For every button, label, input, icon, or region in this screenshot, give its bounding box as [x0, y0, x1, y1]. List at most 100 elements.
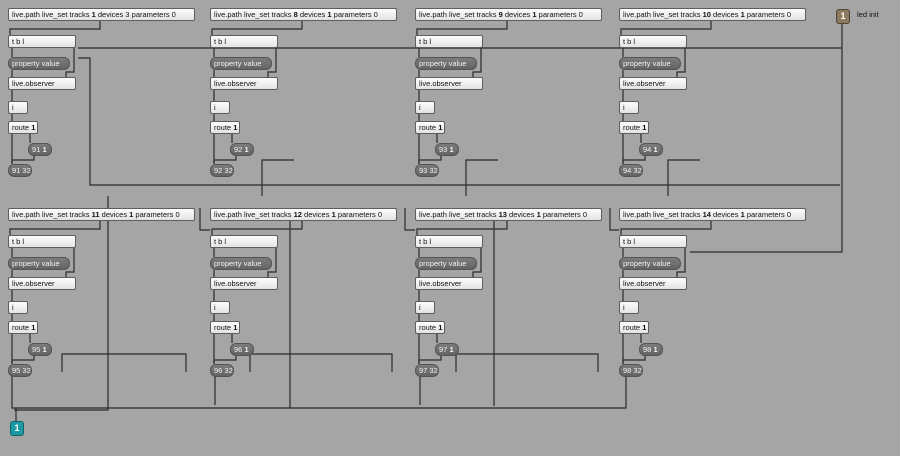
patch-cord[interactable] — [690, 48, 843, 253]
route-object[interactable]: route 1 — [415, 321, 445, 334]
live-path-text: live.path live_set tracks — [12, 10, 92, 19]
value-number-box[interactable]: 95 32 — [8, 364, 32, 377]
midi-message-box[interactable]: 95 1 — [28, 343, 52, 356]
value-number-box[interactable]: 91 32 — [8, 164, 32, 177]
int-object[interactable]: i — [210, 101, 230, 114]
value-number-box[interactable]: 98 32 — [619, 364, 643, 377]
live-observer-object[interactable]: live.observer — [415, 77, 483, 90]
value-number-box[interactable]: 96 32 — [210, 364, 234, 377]
patch-cord[interactable] — [9, 21, 101, 35]
value-number-box[interactable]: 92 32 — [210, 164, 234, 177]
int-object[interactable]: i — [210, 301, 230, 314]
live-observer-object[interactable]: live.observer — [210, 277, 278, 290]
route-object[interactable]: route 1 — [415, 121, 445, 134]
property-value-message[interactable]: property value — [210, 57, 272, 70]
patch-cord[interactable] — [211, 21, 303, 35]
property-value-message[interactable]: property value — [415, 57, 477, 70]
live-observer-object[interactable]: live.observer — [8, 77, 76, 90]
property-value-message[interactable]: property value — [619, 257, 681, 270]
property-value-message[interactable]: property value — [8, 257, 70, 270]
property-value-message[interactable]: property value — [210, 257, 272, 270]
midi-message-box[interactable]: 96 1 — [230, 343, 254, 356]
trigger-object[interactable]: t b l — [8, 235, 76, 248]
patch-cord[interactable] — [667, 159, 700, 196]
live-path-object[interactable]: live.path live_set tracks 8 devices 1 pa… — [210, 8, 397, 21]
patch-cord[interactable] — [213, 156, 237, 164]
patch-cord[interactable] — [261, 159, 294, 196]
patch-cord[interactable] — [14, 196, 109, 411]
patch-cord[interactable] — [620, 21, 712, 35]
route-object[interactable]: route 1 — [210, 121, 240, 134]
patch-cord[interactable] — [493, 211, 500, 406]
patch-cord[interactable] — [211, 221, 303, 235]
patch-cord[interactable] — [11, 356, 35, 364]
trigger-object[interactable]: t b l — [619, 235, 687, 248]
route-object[interactable]: route 1 — [8, 121, 38, 134]
property-value-message[interactable]: property value — [415, 257, 477, 270]
trigger-object[interactable]: t b l — [619, 35, 687, 48]
live-path-object[interactable]: live.path live_set tracks 14 devices 1 p… — [619, 208, 806, 221]
live-path-object[interactable]: live.path live_set tracks 1 devices 3 pa… — [8, 8, 195, 21]
led-init-inlet[interactable]: 1 — [836, 9, 850, 24]
live-observer-object[interactable]: live.observer — [619, 77, 687, 90]
live-observer-object[interactable]: live.observer — [619, 277, 687, 290]
value-number-box[interactable]: 97 32 — [415, 364, 439, 377]
patch-cord[interactable] — [416, 21, 508, 35]
patch-cord[interactable] — [199, 208, 210, 231]
live-observer-object[interactable]: live.observer — [210, 77, 278, 90]
midi-message-box[interactable]: 98 1 — [639, 343, 663, 356]
int-object[interactable]: i — [8, 301, 28, 314]
live-path-text: parameters 0 — [133, 210, 180, 219]
patch-cord[interactable] — [213, 356, 237, 364]
patch-cord[interactable] — [622, 156, 646, 164]
trigger-object[interactable]: t b l — [415, 35, 483, 48]
patch-cord[interactable] — [416, 221, 508, 235]
value-number-box[interactable]: 93 32 — [415, 164, 439, 177]
patch-cord[interactable] — [9, 221, 101, 235]
int-object[interactable]: i — [619, 301, 639, 314]
midi-message-box[interactable]: 91 1 — [28, 143, 52, 156]
patch-cord[interactable] — [61, 353, 187, 372]
trigger-object[interactable]: t b l — [415, 235, 483, 248]
patch-cord[interactable] — [620, 221, 712, 235]
midi-message-box[interactable]: 97 1 — [435, 343, 459, 356]
live-observer-object[interactable]: live.observer — [8, 277, 76, 290]
int-object[interactable]: i — [8, 101, 28, 114]
midi-message-box[interactable]: 94 1 — [639, 143, 663, 156]
patch-cord[interactable] — [11, 156, 35, 164]
trigger-object[interactable]: t b l — [8, 35, 76, 48]
patch-cord[interactable] — [11, 376, 627, 409]
midi-message-box[interactable]: 92 1 — [230, 143, 254, 156]
patch-cord[interactable] — [249, 353, 393, 372]
int-object[interactable]: i — [415, 301, 435, 314]
trigger-object[interactable]: t b l — [210, 35, 278, 48]
midi-outlet[interactable]: 1 — [10, 421, 24, 436]
patch-cord[interactable] — [418, 156, 442, 164]
patch-cord[interactable] — [289, 211, 296, 408]
live-path-object[interactable]: live.path live_set tracks 9 devices 1 pa… — [415, 8, 602, 21]
live-path-object[interactable]: live.path live_set tracks 12 devices 1 p… — [210, 208, 397, 221]
int-object[interactable]: i — [619, 101, 639, 114]
route-object[interactable]: route 1 — [210, 321, 240, 334]
property-value-message[interactable]: property value — [8, 57, 70, 70]
patch-cord[interactable] — [622, 356, 646, 364]
live-observer-object[interactable]: live.observer — [415, 277, 483, 290]
patch-cord[interactable] — [609, 208, 619, 231]
route-object[interactable]: route 1 — [8, 321, 38, 334]
live-path-object[interactable]: live.path live_set tracks 10 devices 1 p… — [619, 8, 806, 21]
live-path-text: 12 — [293, 210, 302, 219]
patch-cord[interactable] — [418, 356, 442, 364]
live-path-object[interactable]: live.path live_set tracks 11 devices 1 p… — [8, 208, 195, 221]
patch-cord[interactable] — [404, 208, 415, 231]
int-object[interactable]: i — [415, 101, 435, 114]
property-value-message[interactable]: property value — [619, 57, 681, 70]
trigger-object[interactable]: t b l — [210, 235, 278, 248]
route-object[interactable]: route 1 — [619, 321, 649, 334]
patch-cord[interactable] — [455, 353, 599, 372]
route-object[interactable]: route 1 — [619, 121, 649, 134]
patch-cord[interactable] — [465, 159, 498, 196]
midi-message-box[interactable]: 93 1 — [435, 143, 459, 156]
live-path-object[interactable]: live.path live_set tracks 13 devices 1 p… — [415, 208, 602, 221]
value-number-box[interactable]: 94 32 — [619, 164, 643, 177]
